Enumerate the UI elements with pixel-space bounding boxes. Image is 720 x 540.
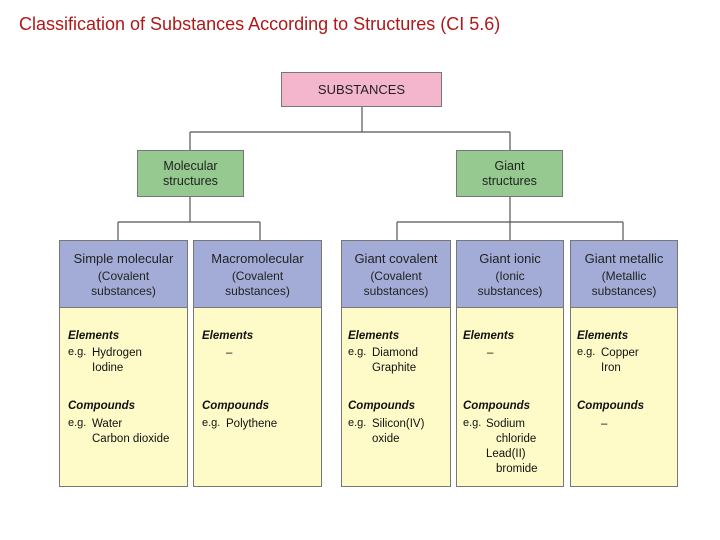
eg-label: e.g. xyxy=(68,417,87,429)
elements-list: – xyxy=(487,346,493,361)
example-item: bromide xyxy=(496,463,538,475)
compounds-label: Compounds xyxy=(348,400,416,412)
eg-label: e.g. xyxy=(463,417,482,429)
category-examples-macromolecular: Elements – Compounds e.g. Polythene xyxy=(193,308,322,487)
category-name: Giant ionic xyxy=(479,251,541,266)
example-item: Lead(II) xyxy=(486,448,526,460)
page-title: Classification of Substances According t… xyxy=(19,14,501,34)
root-node-substances: SUBSTANCES xyxy=(281,72,442,107)
example-item: Water xyxy=(92,418,123,430)
example-item: – xyxy=(226,347,233,359)
eg-label: e.g. xyxy=(68,346,87,358)
example-item: Iodine xyxy=(92,362,124,374)
example-item: Diamond xyxy=(372,347,419,359)
category-type: (Covalent substances) xyxy=(194,269,321,299)
elements-label: Elements xyxy=(348,330,400,342)
category-header-giant-metallic: Giant metallic (Metallic substances) xyxy=(570,240,678,308)
elements-list: Diamond Graphite xyxy=(372,346,418,376)
category-header-macromolecular: Macromolecular (Covalent substances) xyxy=(193,240,322,308)
category-type-line: substances) xyxy=(225,284,290,298)
branch-label-line: Molecular xyxy=(163,159,218,173)
category-type-line: (Covalent xyxy=(231,269,284,283)
elements-label: Elements xyxy=(68,330,120,342)
elements-list: Copper Iron xyxy=(601,346,639,376)
compounds-list: Sodium chloride Lead(II) bromide xyxy=(486,417,538,477)
compounds-list: Silicon(IV) oxide xyxy=(372,417,424,447)
compounds-list: – xyxy=(601,417,607,432)
category-type-line: (Covalent xyxy=(97,269,150,283)
example-item: Copper xyxy=(601,347,639,359)
compounds-label: Compounds xyxy=(202,400,270,412)
branch-label-line: structures xyxy=(482,174,537,188)
category-type-line: (Covalent xyxy=(370,269,422,283)
category-type: (Ionic substances) xyxy=(457,269,563,299)
category-examples-simple-molecular: Elements e.g. Hydrogen Iodine Compounds … xyxy=(59,308,188,487)
elements-label: Elements xyxy=(463,330,515,342)
example-item: Carbon dioxide xyxy=(92,433,170,445)
example-item: – xyxy=(487,347,494,359)
category-header-giant-covalent: Giant covalent (Covalent substances) xyxy=(341,240,451,308)
elements-list: – xyxy=(226,346,232,361)
category-header-simple-molecular: Simple molecular (Covalent substances) xyxy=(59,240,188,308)
branch-label-line: structures xyxy=(163,174,218,188)
branch-node-giant: Giant structures xyxy=(456,150,563,197)
example-item: Iron xyxy=(601,362,621,374)
compounds-list: Polythene xyxy=(226,417,277,432)
category-name: Giant metallic xyxy=(584,251,664,266)
category-type: (Covalent substances) xyxy=(342,269,450,299)
compounds-list: Water Carbon dioxide xyxy=(92,417,169,447)
example-item: Silicon(IV) xyxy=(372,418,425,430)
example-item: Sodium xyxy=(486,418,525,430)
compounds-label: Compounds xyxy=(463,400,531,412)
compounds-label: Compounds xyxy=(577,400,645,412)
category-header-giant-ionic: Giant ionic (Ionic substances) xyxy=(456,240,564,308)
branch-node-molecular: Molecular structures xyxy=(137,150,244,197)
category-type-line: substances) xyxy=(477,284,543,298)
eg-label: e.g. xyxy=(348,346,367,358)
example-item: oxide xyxy=(372,433,400,445)
category-name: Simple molecular xyxy=(73,251,174,266)
eg-label: e.g. xyxy=(348,417,367,429)
category-type-line: (Metallic xyxy=(601,269,647,283)
example-item: Graphite xyxy=(372,362,417,374)
elements-label: Elements xyxy=(202,330,254,342)
category-name: Macromolecular xyxy=(211,251,304,266)
example-item: Hydrogen xyxy=(92,347,142,359)
elements-label: Elements xyxy=(577,330,629,342)
category-examples-giant-ionic: Elements – Compounds e.g. Sodium chlorid… xyxy=(456,308,564,487)
example-item: chloride xyxy=(496,433,537,445)
compounds-label: Compounds xyxy=(68,400,136,412)
eg-label: e.g. xyxy=(577,346,596,358)
category-type: (Metallic substances) xyxy=(571,269,677,299)
category-type-line: substances) xyxy=(91,284,156,298)
category-type-line: substances) xyxy=(363,284,429,298)
category-name: Giant covalent xyxy=(354,251,438,266)
elements-list: Hydrogen Iodine xyxy=(92,346,142,376)
eg-label: e.g. xyxy=(202,417,221,429)
branch-label-line: Giant xyxy=(494,159,525,173)
example-item: – xyxy=(601,418,608,430)
category-type-line: substances) xyxy=(591,284,657,298)
category-type: (Covalent substances) xyxy=(60,269,187,299)
category-examples-giant-covalent: Elements e.g. Diamond Graphite Compounds… xyxy=(341,308,451,487)
example-item: Polythene xyxy=(226,418,278,430)
category-type-line: (Ionic xyxy=(495,269,525,283)
category-examples-giant-metallic: Elements e.g. Copper Iron Compounds – xyxy=(570,308,678,487)
